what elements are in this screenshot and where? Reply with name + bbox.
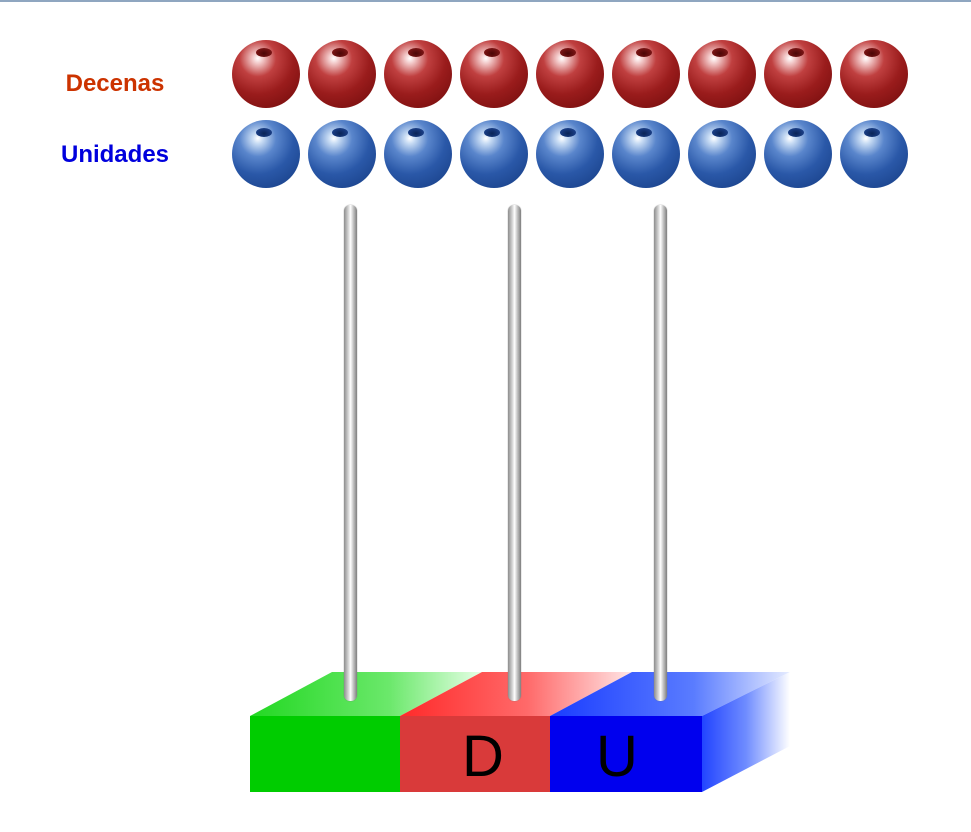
bead-hole [256,48,272,57]
hundreds-rod [344,205,357,701]
green-top-face [250,672,482,716]
tens-bead[interactable] [840,40,908,108]
units-bead[interactable] [612,120,680,188]
units-bead[interactable] [232,120,300,188]
tens-label: Decenas [65,70,165,97]
tens-bead[interactable] [384,40,452,108]
bead-hole [560,48,576,57]
units-rod [654,205,667,701]
units-bead[interactable] [840,120,908,188]
tens-bead[interactable] [308,40,376,108]
tens-bead[interactable] [460,40,528,108]
tens-place-letter: D [462,724,504,789]
blue-top-face [550,672,790,716]
bead-hole [636,128,652,137]
units-bead[interactable] [384,120,452,188]
bead-hole [332,128,348,137]
units-bead-row [232,120,912,188]
units-bead[interactable] [460,120,528,188]
units-bead[interactable] [764,120,832,188]
bead-hole [484,48,500,57]
blue-side-face [702,672,790,792]
bead-hole [560,128,576,137]
units-bead[interactable] [536,120,604,188]
tens-bead[interactable] [612,40,680,108]
units-place-letter: U [596,724,638,789]
bead-hole [256,128,272,137]
bead-hole [712,48,728,57]
bead-hole [484,128,500,137]
tens-bead-row [232,40,912,108]
red-front-face [400,716,550,792]
bead-hole [636,48,652,57]
tens-rod [508,205,521,701]
bead-hole [712,128,728,137]
bead-hole [864,48,880,57]
tens-bead[interactable] [232,40,300,108]
bead-hole [864,128,880,137]
tens-bead[interactable] [536,40,604,108]
bead-hole [408,48,424,57]
bead-hole [408,128,424,137]
bead-hole [788,128,804,137]
units-bead[interactable] [308,120,376,188]
green-front-face [250,716,400,792]
top-border [0,0,971,2]
blue-front-face [550,716,702,792]
units-bead[interactable] [688,120,756,188]
tens-bead[interactable] [764,40,832,108]
bead-hole [332,48,348,57]
units-label: Unidades [60,141,170,168]
tens-bead[interactable] [688,40,756,108]
bead-hole [788,48,804,57]
